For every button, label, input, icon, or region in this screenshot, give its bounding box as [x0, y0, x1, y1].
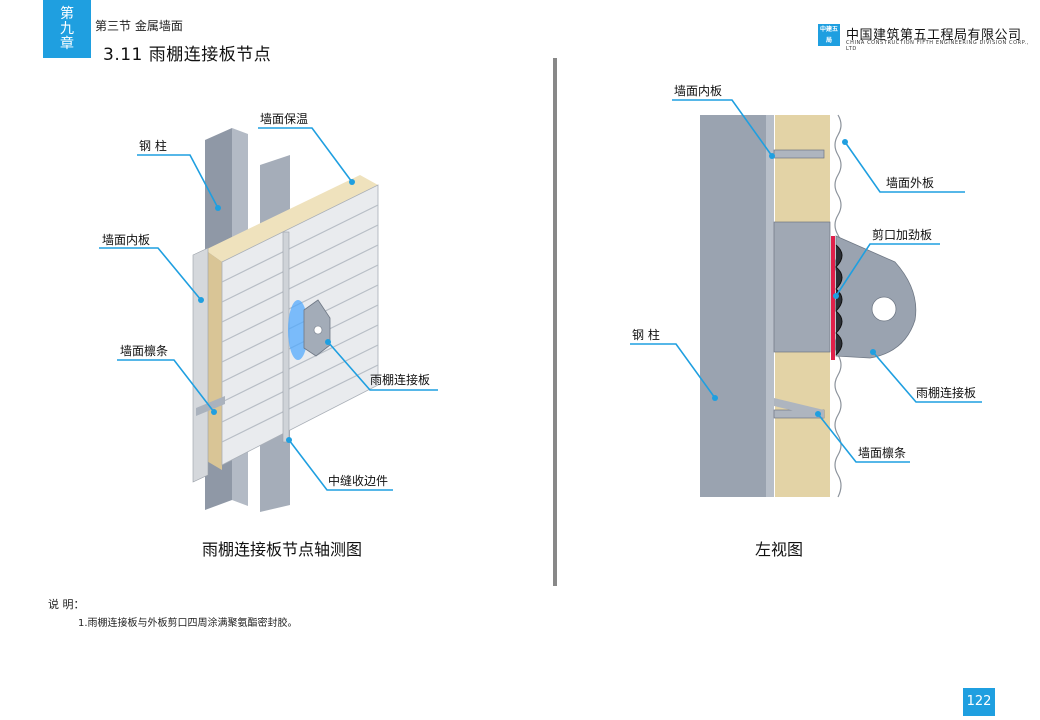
caption-isometric: 雨棚连接板节点轴测图 — [202, 540, 363, 559]
leader-purlin-right — [817, 413, 910, 463]
purlin — [196, 396, 225, 416]
leader-inner-panel-left — [99, 247, 202, 301]
canopy-plate-side — [835, 235, 917, 359]
canopy-plate-hole — [313, 325, 323, 335]
isometric-view — [192, 128, 379, 512]
dot-canopy-plate-left — [325, 339, 331, 345]
stiffener-glow — [288, 300, 308, 360]
inner-panel — [192, 247, 209, 483]
label-outer-panel: 墙面外板 — [886, 176, 935, 190]
chapter-tab: 第 九 章 — [43, 0, 91, 58]
company-logo: 中建五局 — [818, 24, 840, 46]
dot-inner-panel-right — [769, 153, 775, 159]
steel-column-side — [700, 115, 772, 497]
purlin-bracket-upper — [773, 221, 831, 353]
purlin-upper — [773, 149, 825, 159]
leader-lines — [99, 99, 982, 491]
label-wall-insulation: 墙面保温 — [260, 112, 309, 126]
dot-outer-panel — [842, 139, 848, 145]
figure-divider — [553, 58, 557, 586]
leader-steel-column-left — [137, 154, 219, 209]
leader-steel-column-right — [630, 343, 716, 399]
dot-canopy-plate-right — [870, 349, 876, 355]
dot-steel-column-left — [215, 205, 221, 211]
label-steel-column-right: 钢 柱 — [632, 328, 660, 342]
label-steel-column-left: 钢 柱 — [139, 139, 167, 153]
label-canopy-plate-right: 雨棚连接板 — [916, 386, 977, 400]
insulation-body — [205, 250, 222, 470]
notes-title: 说 明： — [48, 598, 85, 611]
dot-cut-stiffener — [833, 293, 839, 299]
leader-outer-panel — [844, 141, 965, 193]
label-seam-trim: 中缝收边件 — [328, 474, 389, 488]
company-name: 中国建筑第五工程局有限公司 — [846, 28, 1022, 43]
stiffener-profile — [835, 244, 843, 356]
label-purlin-right: 墙面檩条 — [858, 446, 907, 460]
chapter-char-1: 第 — [60, 5, 74, 22]
column-flange-side — [766, 115, 774, 497]
section-label: 第三节 金属墙面 — [95, 19, 183, 33]
leader-wall-insulation — [258, 127, 353, 183]
label-inner-panel-right: 墙面内板 — [674, 84, 723, 98]
label-inner-panel-left: 墙面内板 — [102, 233, 151, 247]
leader-canopy-plate-left — [327, 341, 438, 391]
dot-inner-panel-left — [198, 297, 204, 303]
dot-purlin-right — [815, 411, 821, 417]
label-canopy-plate-left: 雨棚连接板 — [370, 373, 431, 387]
leader-purlin-left — [117, 359, 215, 413]
page-title: 3.11 雨棚连接板节点 — [103, 45, 272, 65]
chapter-char-2: 九 — [60, 20, 74, 37]
chapter-char-3: 章 — [60, 35, 74, 52]
leader-dots — [198, 139, 876, 443]
page-number: 122 — [963, 688, 995, 716]
dot-seam-trim — [286, 437, 292, 443]
dot-purlin-left — [211, 409, 217, 415]
company-name-en: CHINA CONSTRUCTION FIFTH ENGINEERING DIV… — [846, 40, 1029, 52]
logo-text: 中建五局 — [819, 26, 838, 44]
leader-cut-stiffener — [835, 243, 940, 297]
canopy-plate-hole-side — [871, 296, 897, 322]
seam-trim — [282, 231, 290, 443]
leader-seam-trim — [288, 439, 393, 491]
label-cut-stiffener: 剪口加劲板 — [872, 228, 933, 242]
notes-item: 1.雨棚连接板与外板剪口四周涂满聚氨酯密封胶。 — [78, 618, 298, 629]
dot-wall-insulation — [349, 179, 355, 185]
dot-steel-column-right — [712, 395, 718, 401]
caption-side-view: 左视图 — [755, 540, 804, 559]
leader-inner-panel-right — [672, 99, 773, 157]
leader-canopy-plate-right — [872, 351, 982, 403]
sealant-strip — [831, 236, 835, 360]
purlin-brace-lower — [774, 398, 824, 418]
insulation-top — [205, 175, 378, 262]
label-purlin-left: 墙面檩条 — [120, 344, 169, 358]
side-view — [700, 114, 917, 498]
